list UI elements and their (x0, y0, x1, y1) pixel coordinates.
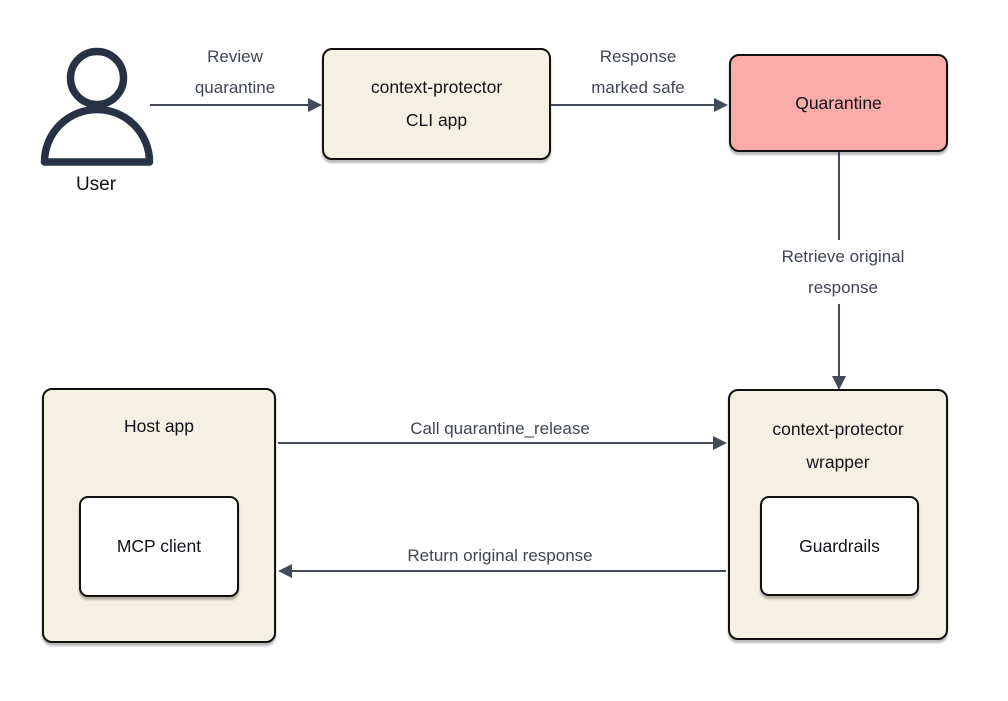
edge-review-line (150, 104, 310, 106)
wrapper-title: context-protector wrapper (772, 419, 904, 472)
edge-label-call-quarantine-release: Call quarantine_release (410, 419, 590, 438)
edge-label-retrieve-original: Retrieve original response (749, 240, 937, 304)
node-guardrails: Guardrails (760, 496, 919, 596)
arrowhead-left-icon (278, 564, 292, 578)
user-icon (38, 38, 156, 175)
arrowhead-right-icon (713, 436, 727, 450)
edge-marked-safe-line (551, 104, 714, 106)
node-mcp-client: MCP client (79, 496, 239, 597)
edge-label-review-quarantine: Review quarantine (194, 47, 276, 97)
edge-return-response-line (292, 570, 726, 572)
arrowhead-right-icon (308, 98, 322, 112)
arrowhead-right-icon (714, 98, 728, 112)
edge-label-response-marked-safe: Response marked safe (591, 47, 685, 97)
edge-call-release-line (278, 442, 714, 444)
edge-label-return-original-response: Return original response (407, 546, 593, 565)
node-cli-app: context-protector CLI app (322, 48, 551, 160)
node-quarantine: Quarantine (729, 54, 948, 152)
user-node-label: User (75, 174, 117, 195)
arrowhead-down-icon (832, 376, 846, 390)
